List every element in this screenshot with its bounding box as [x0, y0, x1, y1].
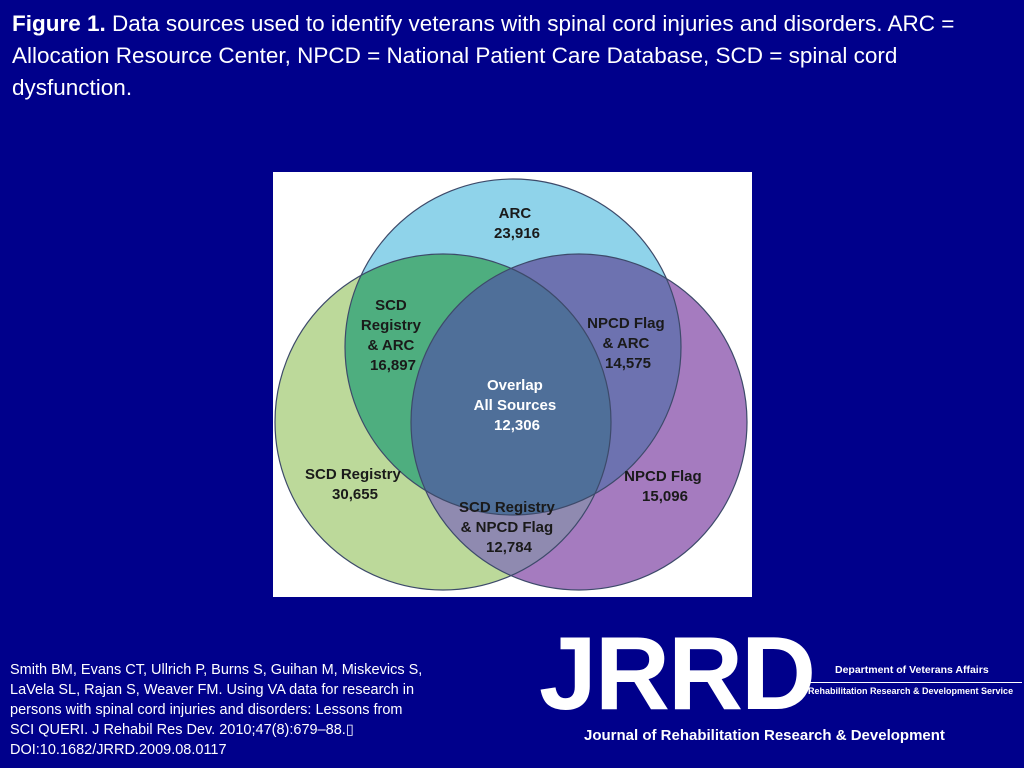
jrrd-wordmark: JRRD	[539, 616, 816, 732]
citation-line: LaVela SL, Rajan S, Weaver FM. Using VA …	[10, 682, 415, 698]
figure-label: Figure 1.	[12, 11, 106, 36]
venn-outline-arc	[344, 178, 682, 516]
venn-label-scd: SCD Registry 30,655	[305, 466, 405, 503]
venn-label-overlap: Overlap All Sources 12,306	[474, 377, 561, 434]
venn-outline-npcd	[410, 253, 748, 591]
logo-divider	[807, 682, 1022, 683]
venn-outline-scd	[274, 253, 612, 591]
figure-caption: Figure 1. Data sources used to identify …	[12, 8, 1012, 104]
venn-svg: ARC 23,916 SCD Registry & ARC 16,897 NPC…	[274, 178, 748, 591]
department-name: Department of Veterans Affairs	[835, 664, 989, 676]
venn-diagram: ARC 23,916 SCD Registry & ARC 16,897 NPC…	[273, 172, 752, 597]
journal-name: Journal of Rehabilitation Research & Dev…	[584, 727, 945, 744]
citation-line: Smith BM, Evans CT, Ullrich P, Burns S, …	[10, 662, 423, 678]
figure-caption-text: Data sources used to identify veterans w…	[12, 11, 955, 100]
venn-region-all	[411, 254, 611, 515]
venn-label-scd-npcd: SCD Registry & NPCD Flag 12,784	[459, 499, 559, 556]
citation-line: persons with spinal cord injuries and di…	[10, 702, 403, 718]
venn-label-npcd-arc: NPCD Flag & ARC 14,575	[587, 315, 669, 372]
citation: Smith BM, Evans CT, Ullrich P, Burns S, …	[10, 660, 520, 760]
service-name: Rehabilitation Research & Development Se…	[808, 686, 1014, 696]
citation-doi: DOI:10.1682/JRRD.2009.08.0117	[10, 742, 227, 758]
venn-label-arc: ARC 23,916	[494, 205, 540, 242]
jrrd-logo: JRRD Department of Veterans Affairs Reha…	[535, 622, 1024, 768]
citation-line: SCI QUERI. J Rehabil Res Dev. 2010;47(8)…	[10, 722, 354, 738]
venn-label-npcd: NPCD Flag 15,096	[624, 468, 706, 505]
venn-label-scd-arc: SCD Registry & ARC 16,897	[361, 297, 425, 374]
